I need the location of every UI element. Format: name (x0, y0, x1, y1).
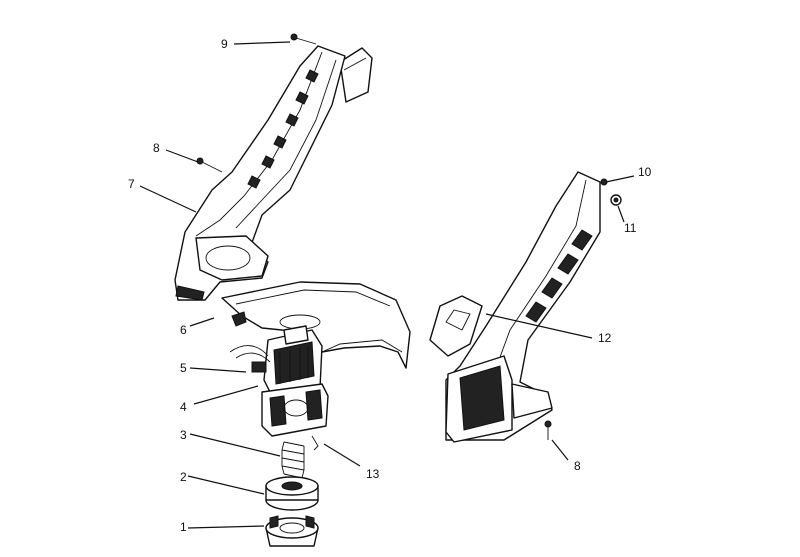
callout-5: 5 (180, 361, 187, 375)
leader-4 (193, 385, 259, 405)
bump-knob (265, 515, 319, 547)
leader-6 (189, 317, 215, 327)
callout-6: 6 (180, 323, 187, 337)
leader-9 (233, 41, 291, 45)
nut-11 (610, 194, 622, 206)
motor-assembly (229, 325, 329, 437)
spring (281, 435, 319, 479)
callout-8-right: 8 (574, 459, 581, 473)
screw-8-left (196, 157, 223, 173)
callout-11: 11 (624, 221, 637, 235)
callout-12: 12 (598, 331, 612, 345)
leader-13 (323, 443, 361, 467)
leader-7 (139, 185, 197, 213)
callout-3: 3 (180, 428, 187, 442)
housing-left-half (174, 45, 373, 301)
leader-11 (617, 205, 625, 223)
leader-8b (551, 439, 569, 461)
callout-9: 9 (221, 37, 228, 51)
leader-lines (139, 41, 635, 529)
leader-5 (189, 367, 247, 373)
callout-7: 7 (128, 177, 135, 191)
screw-9 (290, 33, 317, 45)
housing-right-half (429, 171, 601, 443)
leader-12 (485, 313, 593, 339)
spool (265, 476, 319, 511)
callout-1: 1 (180, 520, 187, 534)
leader-10 (605, 175, 635, 183)
leader-8a (165, 149, 199, 163)
callout-13: 13 (366, 467, 380, 481)
callout-10: 10 (638, 165, 652, 179)
callout-4: 4 (180, 400, 187, 414)
callout-2: 2 (180, 470, 187, 484)
grass-guard (221, 281, 411, 369)
leader-1 (187, 525, 265, 529)
callout-labels: 9 8 7 6 5 4 3 2 1 13 12 10 11 8 (128, 37, 652, 534)
leader-3 (189, 433, 281, 457)
callout-8: 8 (153, 141, 160, 155)
screw-8-right (544, 420, 552, 440)
leader-2 (187, 475, 265, 495)
